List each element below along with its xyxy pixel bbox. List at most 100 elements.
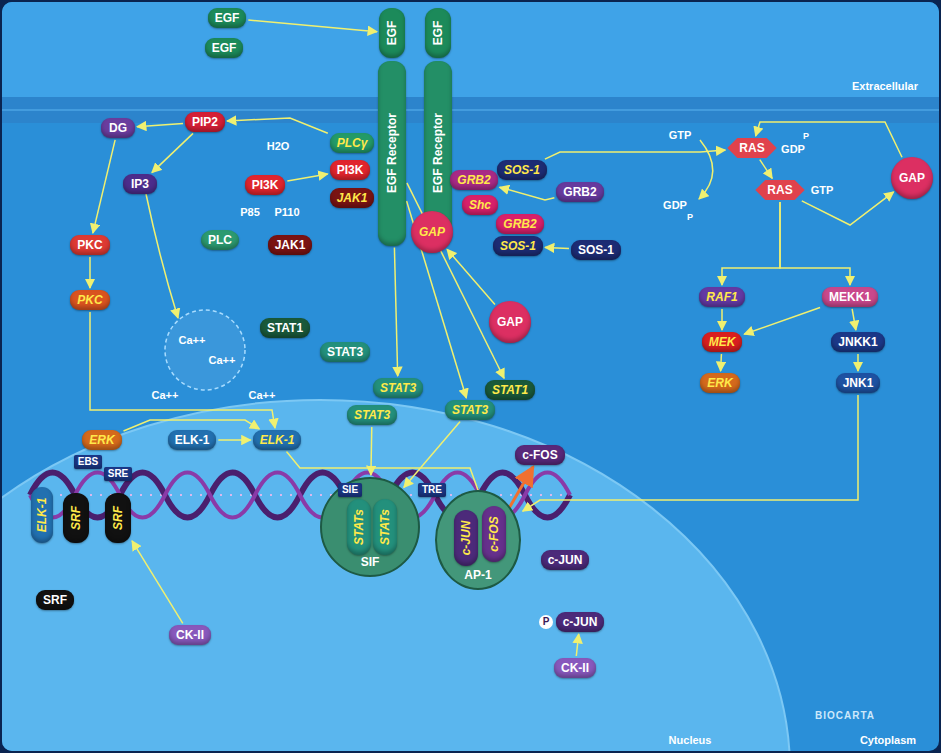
node-label: GAP <box>419 225 445 239</box>
protein-circle: GAP <box>891 157 933 199</box>
vertical-protein: STATs <box>347 499 371 555</box>
complex-outline: STATsSTATsSIF <box>320 477 420 577</box>
protein-shape: CK-II <box>554 658 596 678</box>
signal-arrow <box>407 201 467 398</box>
vertical-protein: EGF <box>379 8 405 58</box>
dna-element-box: EBS <box>74 455 103 469</box>
node-label: AP-1 <box>464 568 491 582</box>
signal-arrow <box>93 140 115 233</box>
protein-shape: SOS-1 <box>493 236 543 256</box>
signal-arrow <box>721 309 723 330</box>
calcium-store <box>165 310 245 390</box>
node-label: JNK1 <box>843 376 874 390</box>
protein-shape: PLC <box>201 230 239 250</box>
node-label: JAK1 <box>275 238 306 252</box>
node-label: JAK1 <box>337 191 368 205</box>
molecule-label: Ca++ <box>152 389 179 401</box>
node-label: ERK <box>707 376 732 390</box>
signal-arrow <box>89 257 91 288</box>
protein-shape: MEK <box>702 332 743 352</box>
signal-arrow <box>523 395 858 511</box>
protein-shape: PI3K <box>245 175 286 195</box>
node-label: EGF Receptor <box>385 113 399 193</box>
signal-arrow <box>90 312 275 428</box>
protein-shape: JAK1 <box>330 188 375 208</box>
node-label: SRE <box>108 468 129 480</box>
node-label: PKC <box>77 293 102 307</box>
protein-shape: JAK1 <box>268 235 313 255</box>
signal-arrow <box>447 249 495 304</box>
node-label: RAS <box>767 183 792 197</box>
phosphate-label: P <box>539 615 553 629</box>
node-label: c-JUN <box>459 521 473 556</box>
node-label: STAT1 <box>492 383 528 397</box>
molecule-label: H2O <box>267 140 290 152</box>
signal-arrow <box>852 309 856 330</box>
release-arrow <box>146 194 178 318</box>
signal-arrow <box>287 174 327 181</box>
molecule-label: Ca++ <box>209 354 236 366</box>
node-label: SOS-1 <box>500 239 536 253</box>
node-label: PI3K <box>252 178 279 192</box>
node-label: ELK-1 <box>260 433 295 447</box>
node-label: PLC <box>208 233 232 247</box>
signal-arrow <box>407 183 504 378</box>
protein-shape: STAT1 <box>485 380 535 400</box>
ras-shape: RAS <box>727 138 776 158</box>
node-label: ELK-1 <box>175 433 210 447</box>
protein-shape: c-JUN <box>556 612 605 632</box>
protein-shape: c-FOS <box>515 445 564 465</box>
node-label: Shc <box>469 198 491 212</box>
node-label: CK-II <box>561 661 589 675</box>
node-label: STATs <box>378 509 392 545</box>
dna-element-box: SIE <box>338 483 362 497</box>
molecule-label: Extracellular <box>852 80 918 92</box>
protein-shape: GRB2 <box>556 182 603 202</box>
protein-shape: IP3 <box>123 174 157 194</box>
node-label: PLCγ <box>337 136 368 150</box>
signal-arrow <box>218 439 250 441</box>
protein-shape: ELK-1 <box>253 430 302 450</box>
node-label: STAT3 <box>380 381 416 395</box>
signal-arrow <box>394 247 397 376</box>
node-label: JNKK1 <box>838 335 877 349</box>
node-label: STAT3 <box>327 345 363 359</box>
node-label: SIE <box>342 484 358 496</box>
molecule-label: P110 <box>274 206 299 218</box>
vertical-protein: c-JUN <box>454 510 478 566</box>
vertical-protein: EGF Receptor <box>378 61 406 246</box>
molecule-label: GDP <box>781 143 805 155</box>
ras-shape: RAS <box>755 180 804 200</box>
protein-circle: GAP <box>411 211 453 253</box>
signal-arrow <box>780 202 850 285</box>
protein-shape: GRB2 <box>496 214 543 234</box>
node-label: c-JUN <box>548 553 583 567</box>
watermark: BIOCARTA <box>815 710 875 721</box>
node-label: SOS-1 <box>504 163 540 177</box>
node-label: DG <box>109 121 127 135</box>
extracellular-region <box>2 50 939 97</box>
vertical-protein: SRF <box>63 493 89 543</box>
node-label: SIF <box>361 555 380 569</box>
signal-arrow <box>152 133 193 172</box>
protein-shape: RAF1 <box>699 287 744 307</box>
protein-shape: STAT3 <box>347 405 397 425</box>
protein-shape: PI3K <box>330 160 371 180</box>
node-label: GRB2 <box>563 185 596 199</box>
node-label: c-FOS <box>522 448 557 462</box>
signal-arrow <box>132 541 183 623</box>
signal-arrow <box>404 422 460 488</box>
vertical-protein: EGF <box>425 8 451 58</box>
node-label: GAP <box>899 171 925 185</box>
protein-shape: STAT1 <box>260 318 310 338</box>
node-label: EGF <box>385 21 399 46</box>
node-label: MEKK1 <box>829 290 871 304</box>
signal-arrow <box>760 160 772 179</box>
protein-shape: STAT3 <box>373 378 423 398</box>
node-label: SOS-1 <box>578 243 614 257</box>
node-label: TRE <box>422 484 442 496</box>
node-label: GRB2 <box>503 217 536 231</box>
signal-arrow <box>720 354 722 371</box>
